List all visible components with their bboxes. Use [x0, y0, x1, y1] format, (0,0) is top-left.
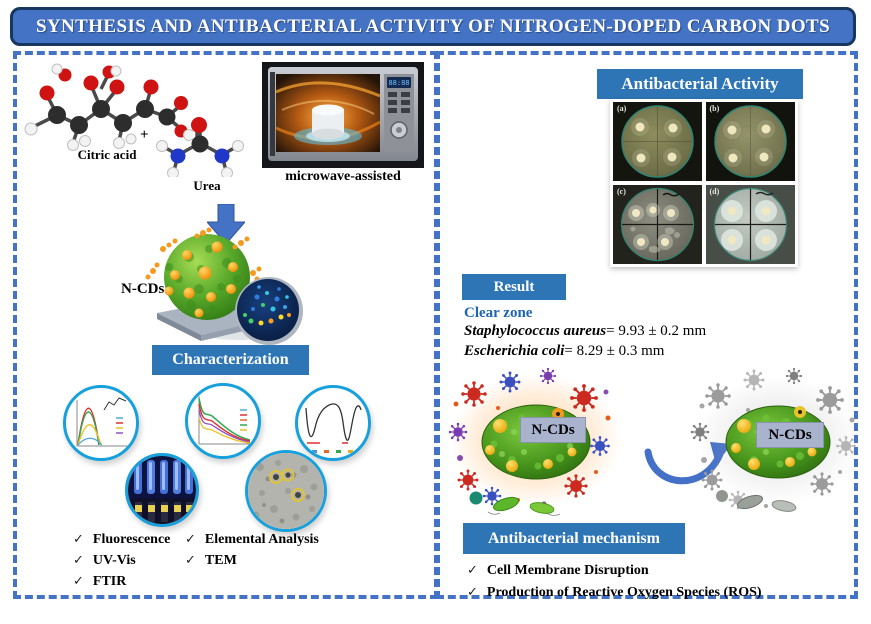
check-icon: ✓: [73, 531, 84, 546]
ncds-label-after: N-CDs: [756, 422, 824, 448]
check-icon: ✓: [185, 531, 196, 546]
result-s-aureus: Staphylococcus aureus= 9.93 ± 0.2 mm: [464, 323, 706, 340]
check-icon: ✓: [467, 562, 478, 577]
check-icon: ✓: [185, 552, 196, 567]
result-banner: Result: [462, 274, 566, 300]
down-arrow-icon: [207, 204, 245, 244]
characterization-checklist-col1: ✓ Fluorescence ✓ UV-Vis ✓ FTIR: [73, 529, 170, 592]
petri-dish-c: (c): [613, 184, 703, 265]
petri-label-a: (a): [617, 104, 627, 113]
checklist-item: ✓ UV-Vis: [73, 552, 136, 568]
urea-molecule-image: [156, 117, 244, 177]
clear-zone-heading: Clear zone: [464, 305, 533, 321]
petri-dish-b: (b): [705, 102, 796, 182]
petri-label-d: (d): [709, 186, 720, 196]
result-value: = 9.93 ± 0.2 mm: [606, 323, 707, 339]
checklist-item: ✓ Fluorescence: [73, 531, 171, 547]
left-panel: Citric acid + Urea: [13, 51, 438, 599]
ncds-nanoparticle-image: [145, 227, 303, 345]
check-icon: ✓: [73, 573, 84, 588]
result-e-coli: Escherichia coli= 8.29 ± 0.3 mm: [464, 343, 664, 360]
uv-vis-spectra-thumbnail: [185, 383, 261, 459]
checklist-item: ✓ Cell Membrane Disruption: [467, 559, 762, 581]
citric-acid-label: Citric acid: [77, 147, 137, 162]
citric-acid-molecule-image: [24, 63, 193, 151]
microwave-image: 88:88: [262, 62, 424, 168]
checklist-item: ✓ TEM: [185, 552, 237, 568]
characterization-checklist-col2: ✓ Elemental Analysis ✓ TEM: [185, 529, 319, 571]
antibacterial-activity-banner: Antibacterial Activity: [597, 69, 803, 99]
svg-text:88:88: 88:88: [388, 79, 409, 87]
ncds-label: N-CDs: [121, 281, 165, 297]
antibacterial-mechanism-banner: Antibacterial mechanism: [463, 523, 685, 554]
title-banner: SYNTHESIS AND ANTIBACTERIAL ACTIVITY OF …: [10, 7, 856, 46]
uv-lamp-tubes-thumbnail: [125, 453, 199, 527]
right-panel: Antibacterial Activity (a): [436, 51, 860, 600]
petri-label-c: (c): [617, 186, 626, 196]
check-icon: ✓: [467, 584, 478, 599]
organism-name: Staphylococcus aureus: [464, 323, 607, 339]
urea-label: Urea: [193, 178, 221, 193]
tem-image-thumbnail: [245, 450, 327, 532]
checklist-item: ✓ FTIR: [73, 573, 127, 589]
petri-dish-figure: (a) (b): [610, 99, 798, 267]
organism-name: Escherichia coli: [464, 343, 565, 359]
characterization-banner: Characterization: [152, 345, 309, 375]
ftir-spectrum-thumbnail: [295, 385, 371, 461]
result-value: = 8.29 ± 0.3 mm: [564, 343, 665, 359]
ncds-label-before: N-CDs: [520, 417, 586, 443]
petri-dish-d: (d): [705, 184, 796, 265]
mechanism-checklist: ✓ Cell Membrane Disruption ✓ Production …: [467, 559, 762, 603]
checklist-item: ✓ Elemental Analysis: [185, 531, 319, 547]
petri-label-b: (b): [709, 104, 720, 113]
fluorescence-spectra-thumbnail: [63, 385, 139, 461]
check-icon: ✓: [73, 552, 84, 567]
microwave-assisted-label: microwave-assisted: [285, 169, 401, 184]
plus-icon: +: [140, 127, 149, 143]
page-title: SYNTHESIS AND ANTIBACTERIAL ACTIVITY OF …: [35, 15, 831, 37]
petri-dish-a: (a): [613, 102, 703, 182]
checklist-item: ✓ Production of Reactive Oxygen Species …: [467, 581, 762, 603]
